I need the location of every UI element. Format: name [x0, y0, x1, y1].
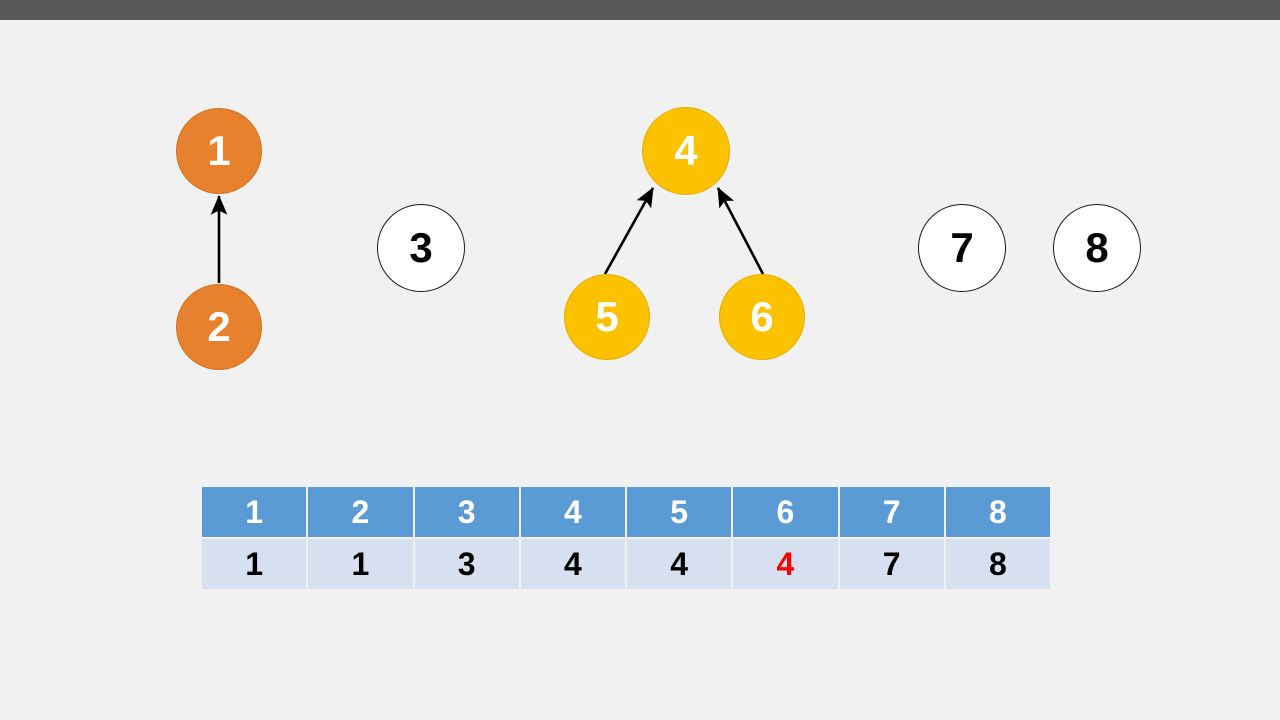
array-index-cell-4[interactable]: 4 [520, 487, 625, 537]
array-index-cell-6[interactable]: 6 [733, 487, 838, 537]
array-value-cell-7[interactable]: 7 [839, 539, 944, 589]
graph-node-label: 6 [750, 293, 774, 340]
array-index-cell-8[interactable]: 8 [945, 487, 1050, 537]
graph-node-6[interactable]: 6 [719, 274, 805, 360]
array-value-cell-8[interactable]: 8 [945, 539, 1050, 589]
graph-node-4[interactable]: 4 [642, 107, 730, 195]
graph-node-1[interactable]: 1 [176, 108, 262, 194]
graph-edge-5-to-4 [603, 187, 655, 275]
array-value-cell-5[interactable]: 4 [627, 539, 732, 589]
array-index-cell-7[interactable]: 7 [839, 487, 944, 537]
graph-node-label: 3 [409, 224, 433, 271]
array-index-cell-3[interactable]: 3 [414, 487, 519, 537]
graph-node-label: 1 [207, 127, 231, 174]
array-value-cell-2[interactable]: 1 [308, 539, 413, 589]
graph-node-label: 5 [595, 293, 619, 340]
array-value-cell-1[interactable]: 1 [202, 539, 307, 589]
graph-node-label: 2 [207, 303, 231, 350]
graph-node-label: 4 [674, 127, 698, 174]
graph-node-2[interactable]: 2 [176, 284, 262, 370]
graph-node-8[interactable]: 8 [1053, 204, 1141, 292]
array-index-cell-5[interactable]: 5 [627, 487, 732, 537]
graph-node-3[interactable]: 3 [377, 204, 465, 292]
array-value-cell-6[interactable]: 4 [733, 539, 838, 589]
graph-node-label: 7 [950, 224, 974, 271]
graph-node-label: 8 [1085, 224, 1109, 271]
array-index-cell-1[interactable]: 1 [202, 487, 307, 537]
array-index-cell-2[interactable]: 2 [308, 487, 413, 537]
graph-node-7[interactable]: 7 [918, 204, 1006, 292]
title-bar [0, 0, 1280, 20]
array-value-cell-4[interactable]: 4 [520, 539, 625, 589]
graph-edges-layer [210, 187, 765, 283]
array-value-cell-3[interactable]: 3 [414, 539, 519, 589]
graph-edge-6-to-4 [716, 187, 765, 275]
graph-node-5[interactable]: 5 [564, 274, 650, 360]
